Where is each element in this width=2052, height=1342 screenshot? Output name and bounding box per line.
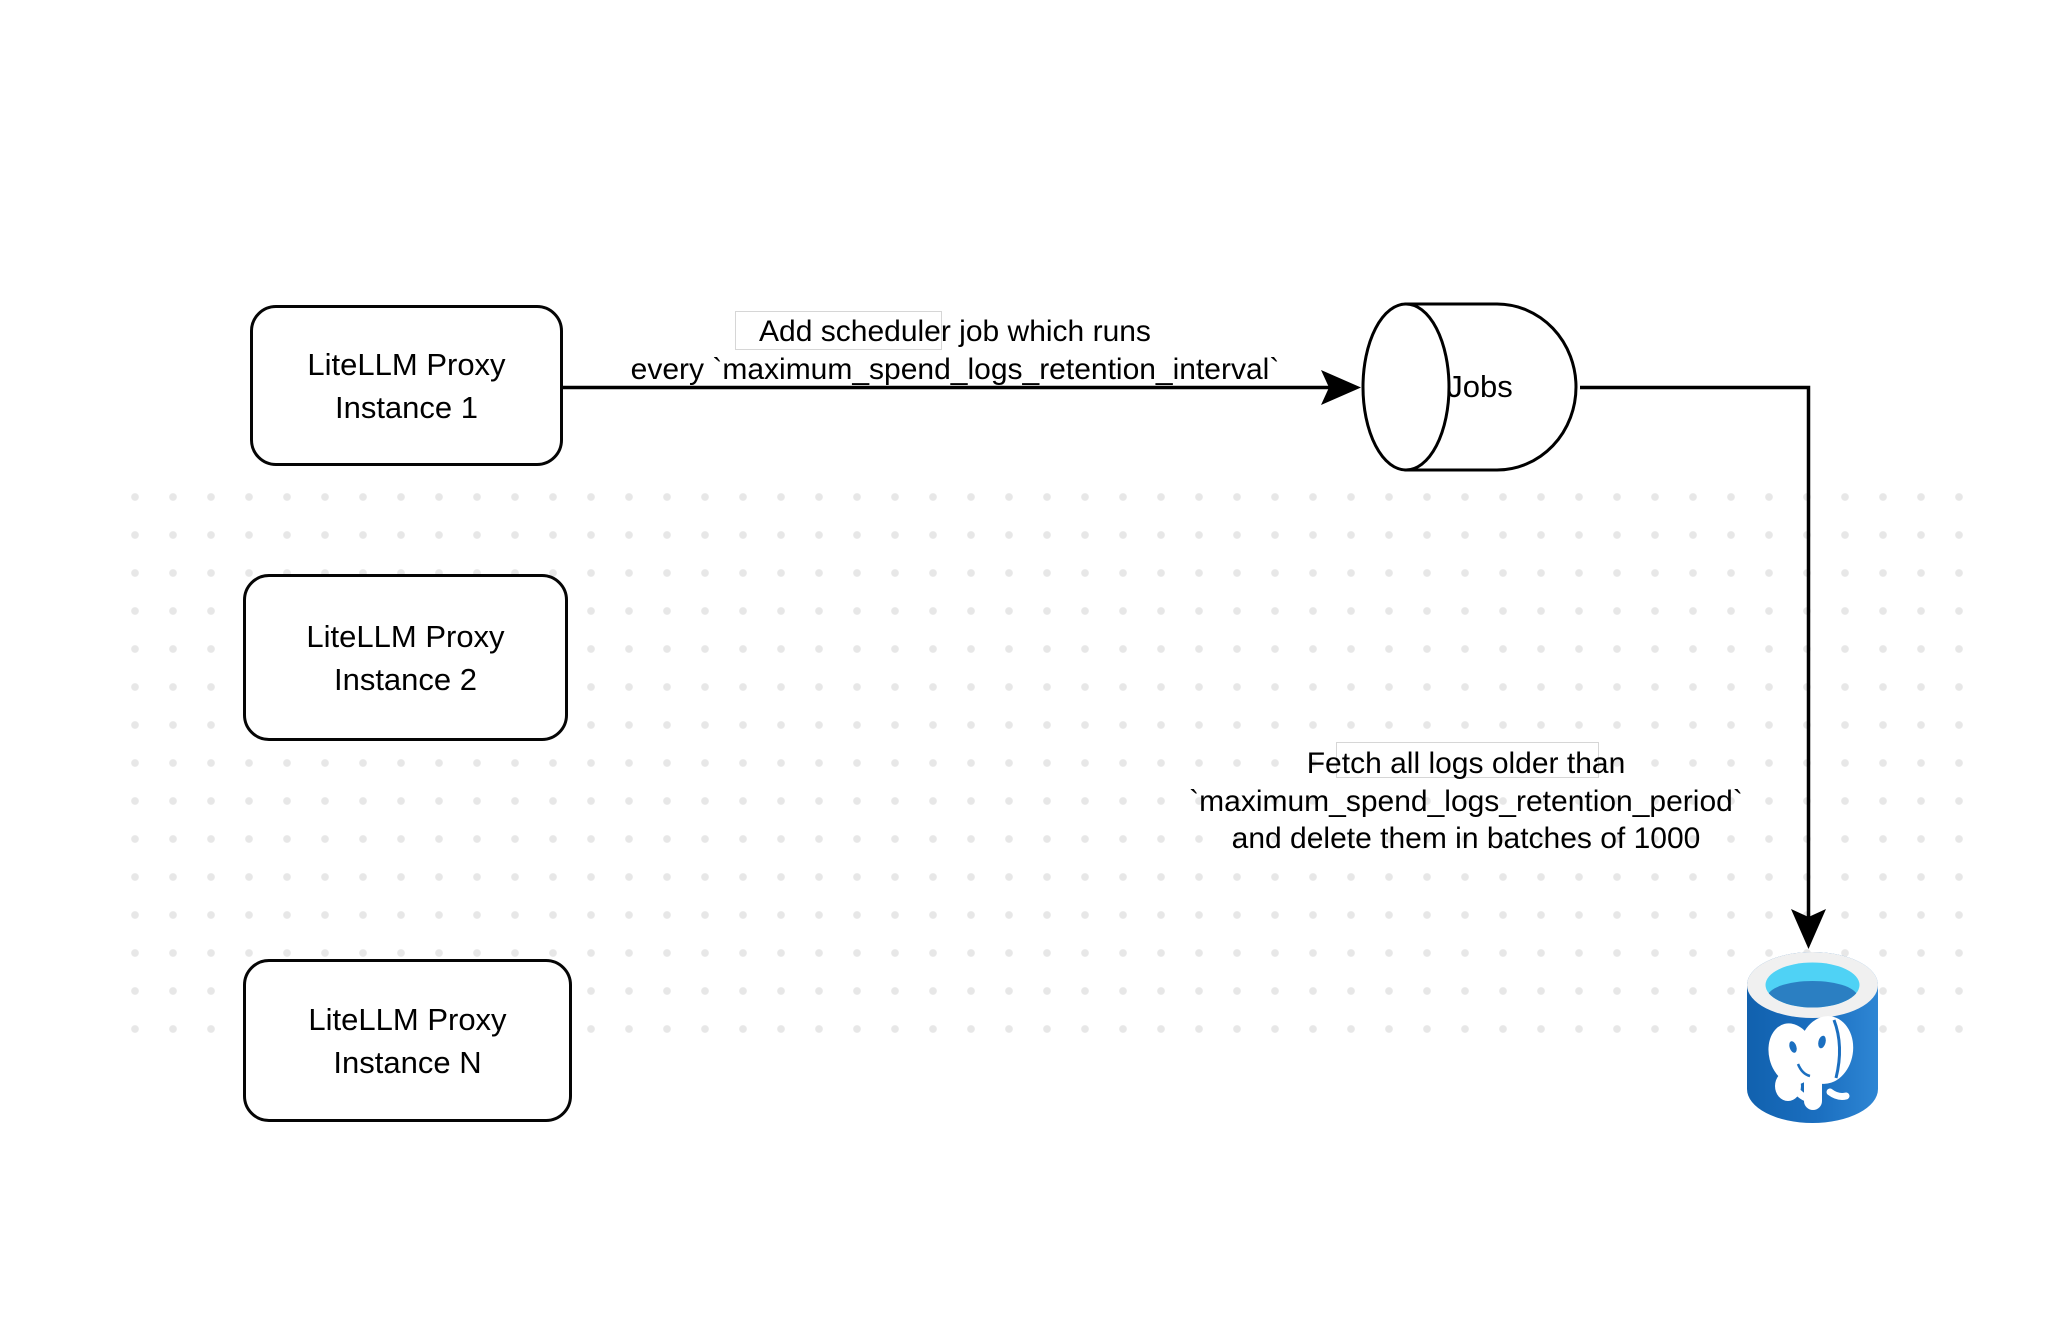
- annotation-line: every `maximum_spend_logs_retention_inte…: [630, 352, 1280, 386]
- node-litellm-proxy-instance-2: LiteLLM Proxy Instance 2: [243, 574, 568, 741]
- jobs-to-db-connector: [1580, 385, 1826, 949]
- dot-grid-background: [116, 478, 1978, 1048]
- node-litellm-proxy-instance-1: LiteLLM Proxy Instance 1: [250, 305, 563, 466]
- node-label: Instance N: [333, 1044, 482, 1080]
- annotation-line: `maximum_spend_logs_retention_period`: [1189, 784, 1743, 818]
- annotation-line: and delete them in batches of 1000: [1231, 822, 1701, 855]
- node-label: Instance 1: [334, 389, 479, 425]
- jobs-node-label: Jobs: [1447, 369, 1513, 404]
- node-litellm-proxy-instance-n: LiteLLM Proxy Instance N: [243, 959, 572, 1122]
- node-label: LiteLLM Proxy: [306, 618, 505, 654]
- annotation-scheduler: Add scheduler job which runs every `maxi…: [590, 313, 1320, 388]
- postgresql-icon: [1747, 952, 1878, 1123]
- node-label: LiteLLM Proxy: [307, 346, 506, 382]
- annotation-fetch-delete: Fetch all logs older than `maximum_spend…: [1105, 745, 1827, 858]
- scheduler-arrow: [563, 370, 1361, 405]
- annotation-chip: [1336, 742, 1599, 778]
- annotation-chip: [735, 311, 942, 350]
- annotation-line: Add scheduler job which runs: [759, 315, 1151, 348]
- node-label: LiteLLM Proxy: [308, 1001, 507, 1037]
- annotation-line: Fetch all logs older than: [1306, 747, 1626, 780]
- node-label: Instance 2: [333, 661, 478, 697]
- jobs-cylinder-icon: [1361, 302, 1578, 472]
- postgres-elephant-glyph: [1768, 1016, 1854, 1110]
